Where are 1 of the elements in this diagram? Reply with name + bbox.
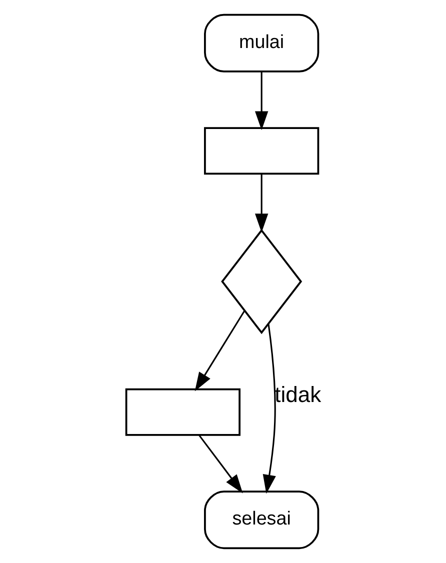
edge-label: tidak (274, 382, 321, 407)
